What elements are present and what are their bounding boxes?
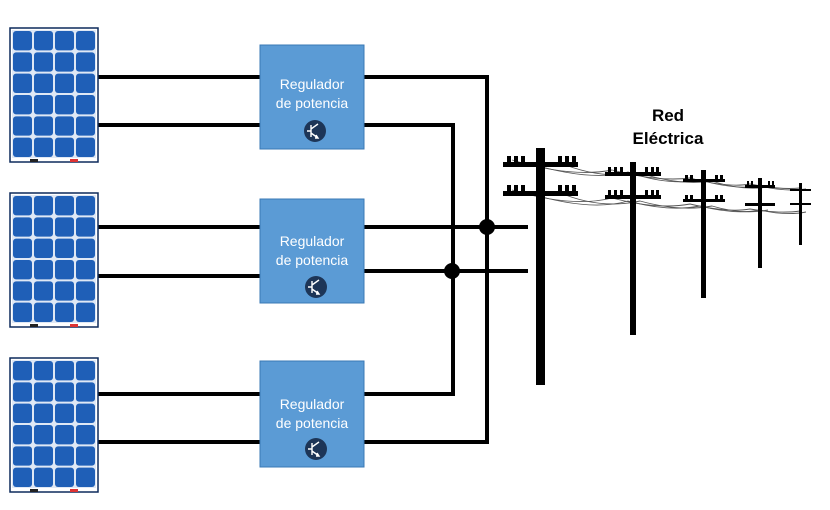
regulator-2-label-line1: Regulador <box>280 233 345 249</box>
transistor-symbol-icon <box>305 276 327 298</box>
solar-panels <box>9 27 99 493</box>
grid-title-line2: Eléctrica <box>633 129 704 148</box>
junction-node-bottom <box>444 263 460 279</box>
regulator-3: Regulador de potencia <box>259 360 365 468</box>
wire-reg1-out-a <box>364 75 489 444</box>
utility-pole-icon <box>790 183 811 245</box>
wire-reg1-out-b <box>364 123 455 396</box>
utility-pole-icon <box>683 170 725 298</box>
regulator-3-label-line2: de potencia <box>276 415 349 431</box>
power-grid <box>503 148 811 385</box>
solar-panel-icon <box>9 27 99 163</box>
regulator-3-label-line1: Regulador <box>280 396 345 412</box>
utility-pole-icon <box>745 178 775 268</box>
regulator-1-label-line2: de potencia <box>276 95 349 111</box>
wiring <box>98 75 528 444</box>
junction-node-top <box>479 219 495 235</box>
regulator-1: Regulador de potencia <box>259 44 365 150</box>
solar-panel-icon <box>9 192 99 328</box>
grid-title-line1: Red <box>652 106 684 125</box>
regulator-2: Regulador de potencia <box>259 198 365 304</box>
utility-pole-icon <box>605 162 661 335</box>
power-lines <box>511 159 807 215</box>
solar-panel-icon <box>9 357 99 493</box>
transistor-symbol-icon <box>305 438 327 460</box>
utility-pole-icon <box>503 148 578 385</box>
regulator-2-label-line2: de potencia <box>276 252 349 268</box>
transistor-symbol-icon <box>304 120 326 142</box>
regulator-1-label-line1: Regulador <box>280 76 345 92</box>
